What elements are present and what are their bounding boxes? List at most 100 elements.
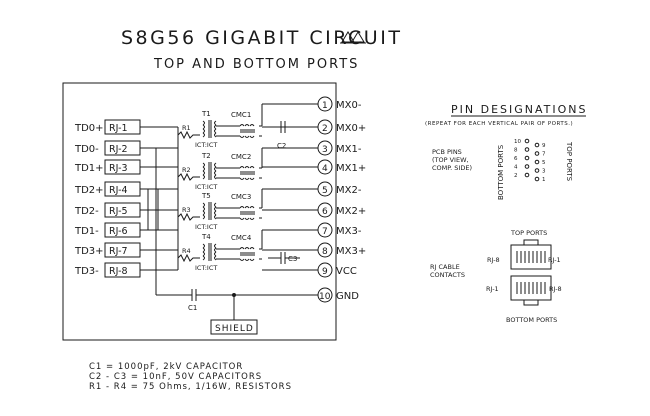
- pin-label-8: MX3+: [336, 246, 366, 257]
- pcb-pin-6: 6: [514, 156, 518, 162]
- cmc-coil-bot-1-1: [244, 135, 250, 138]
- pcb-pin-10: 10: [514, 139, 521, 145]
- pin-label-3: MX1-: [336, 144, 362, 155]
- pin-number-6: 6: [322, 207, 328, 217]
- cmc-coil-top-1-1: [244, 124, 250, 127]
- rj-label-8: RJ-8: [109, 266, 128, 277]
- coil-left-2-1: [202, 166, 205, 172]
- pcb-pin-dot-right-3: [534, 168, 540, 173]
- pin-circle-1: [317, 96, 333, 112]
- coil-right-4-1: [214, 247, 217, 253]
- pin-label-1: MX0-: [336, 100, 362, 111]
- cmc-coil-top-2-1: [244, 166, 250, 169]
- coil-right-2-2: [214, 170, 217, 176]
- pcb-pin-dot-left-3: [524, 164, 530, 169]
- coil-left-3-1: [202, 206, 205, 212]
- pin-circle-6: [317, 202, 333, 218]
- resistor-label-3: R3: [182, 206, 191, 214]
- transformer-group: T1ICT:ICTR1CMC1T2ICT:ICTR2CMC2T5ICT:ICTR…: [155, 104, 263, 295]
- transformer-label-3: T5: [201, 192, 211, 200]
- pcb-pins-line3: COMP. SIDE): [432, 164, 472, 172]
- coil-right-1-3: [214, 132, 217, 138]
- rj-label-4: RJ-4: [109, 185, 128, 196]
- coil-right-4-0: [214, 243, 217, 249]
- pcb-pin-8: 8: [514, 148, 518, 154]
- coil-left-3-3: [202, 214, 205, 220]
- pcb-pins-line1: PCB PINS: [432, 148, 462, 156]
- pin-number-4: 4: [322, 164, 328, 174]
- coil-right-2-3: [214, 174, 217, 180]
- cmc-coil-bot-1-2: [249, 135, 255, 138]
- crossover-wire-b: [140, 188, 178, 231]
- transformer-label-4: T4: [201, 233, 211, 241]
- resistor-3: [177, 212, 200, 222]
- rj-label-5: RJ-5: [109, 206, 128, 217]
- cmc-coil-top-3-1: [244, 206, 250, 209]
- note-r1-r4: R1 - R4 = 75 Ohms, 1/16W, RESISTORS: [89, 382, 292, 392]
- pcb-pin-dot-left-2: [524, 155, 530, 161]
- coil-right-4-2: [214, 251, 217, 257]
- rj-label-3: RJ-3: [109, 163, 128, 174]
- rj-bottom-ports-label: BOTTOM PORTS: [506, 316, 557, 324]
- pin-number-9: 9: [322, 267, 328, 277]
- rj-top-right-label: RJ-1: [548, 256, 561, 264]
- rj-top-left-label: RJ-8: [487, 256, 500, 264]
- c1-label: C1: [188, 304, 197, 312]
- transformer-label-2: T2: [201, 152, 211, 160]
- coil-left-2-0: [202, 162, 205, 168]
- cmc-coil-top-2-2: [249, 166, 255, 169]
- cmc-coil-bot-4-0: [239, 258, 245, 261]
- cmc-coil-top-1-0: [239, 124, 245, 127]
- pin-number-5: 5: [322, 186, 328, 196]
- pcb-pin-dot-right-1: [534, 151, 540, 156]
- shield-box: [210, 319, 258, 335]
- cmc-coil-bot-2-0: [239, 177, 245, 180]
- pin-number-8: 8: [322, 247, 328, 257]
- coil-left-4-3: [202, 255, 205, 261]
- cmc-coil-top-2-0: [239, 166, 245, 169]
- pcb-pin-dot-right-4: [534, 176, 540, 182]
- note-c1: C1 = 1000pF, 2kV CAPACITOR: [89, 362, 243, 372]
- rj-jack-bottom-tab: [523, 299, 539, 306]
- rj-top-ports-label: TOP PORTS: [510, 229, 547, 237]
- coil-left-4-0: [202, 243, 205, 249]
- pcb-pin-2: 2: [514, 173, 518, 179]
- coil-left-3-2: [202, 210, 205, 216]
- resistor-label-4: R4: [182, 247, 191, 255]
- ict-label-4: ICT:ICT: [195, 264, 217, 272]
- coil-left-2-3: [202, 174, 205, 180]
- resistor-1: [177, 130, 200, 140]
- rj-label-2: RJ-2: [109, 144, 128, 155]
- coil-right-1-1: [214, 124, 217, 130]
- coil-right-1-0: [214, 120, 217, 126]
- rj-cable-line1: RJ CABLE: [430, 263, 460, 271]
- coil-right-3-3: [214, 214, 217, 220]
- pin-label-4: MX1+: [336, 163, 366, 174]
- coil-right-2-1: [214, 166, 217, 172]
- pin-circle-3: [317, 140, 333, 156]
- crossover-wire-a: [140, 188, 178, 231]
- pin-label-7: MX3-: [336, 226, 362, 237]
- pin-number-1: 1: [322, 101, 328, 111]
- capacitor-c3: C3: [268, 252, 300, 264]
- coil-left-2-2: [202, 170, 205, 176]
- top-ports-vertical: TOP PORTS: [565, 141, 573, 182]
- cmc-coil-bot-3-0: [239, 217, 245, 220]
- capacitor-c2: C2: [268, 121, 300, 150]
- coil-left-1-3: [202, 132, 205, 138]
- coil-left-1-0: [202, 120, 205, 126]
- cmc-coil-bot-3-1: [244, 217, 250, 220]
- td-label-3: TD1+: [74, 163, 104, 174]
- pin-label-10: GND: [336, 291, 359, 302]
- c3-label: C3: [288, 255, 297, 263]
- cmc-label-1: CMC1: [231, 111, 251, 119]
- pcb-pins-line2: (TOP VIEW,: [432, 156, 469, 164]
- left-connector-group: TD0+RJ-1TD0-RJ-2TD1+RJ-3TD2+RJ-4TD2-RJ-5…: [74, 119, 178, 278]
- coil-left-1-2: [202, 128, 205, 134]
- ict-label-1: ICT:ICT: [195, 141, 217, 149]
